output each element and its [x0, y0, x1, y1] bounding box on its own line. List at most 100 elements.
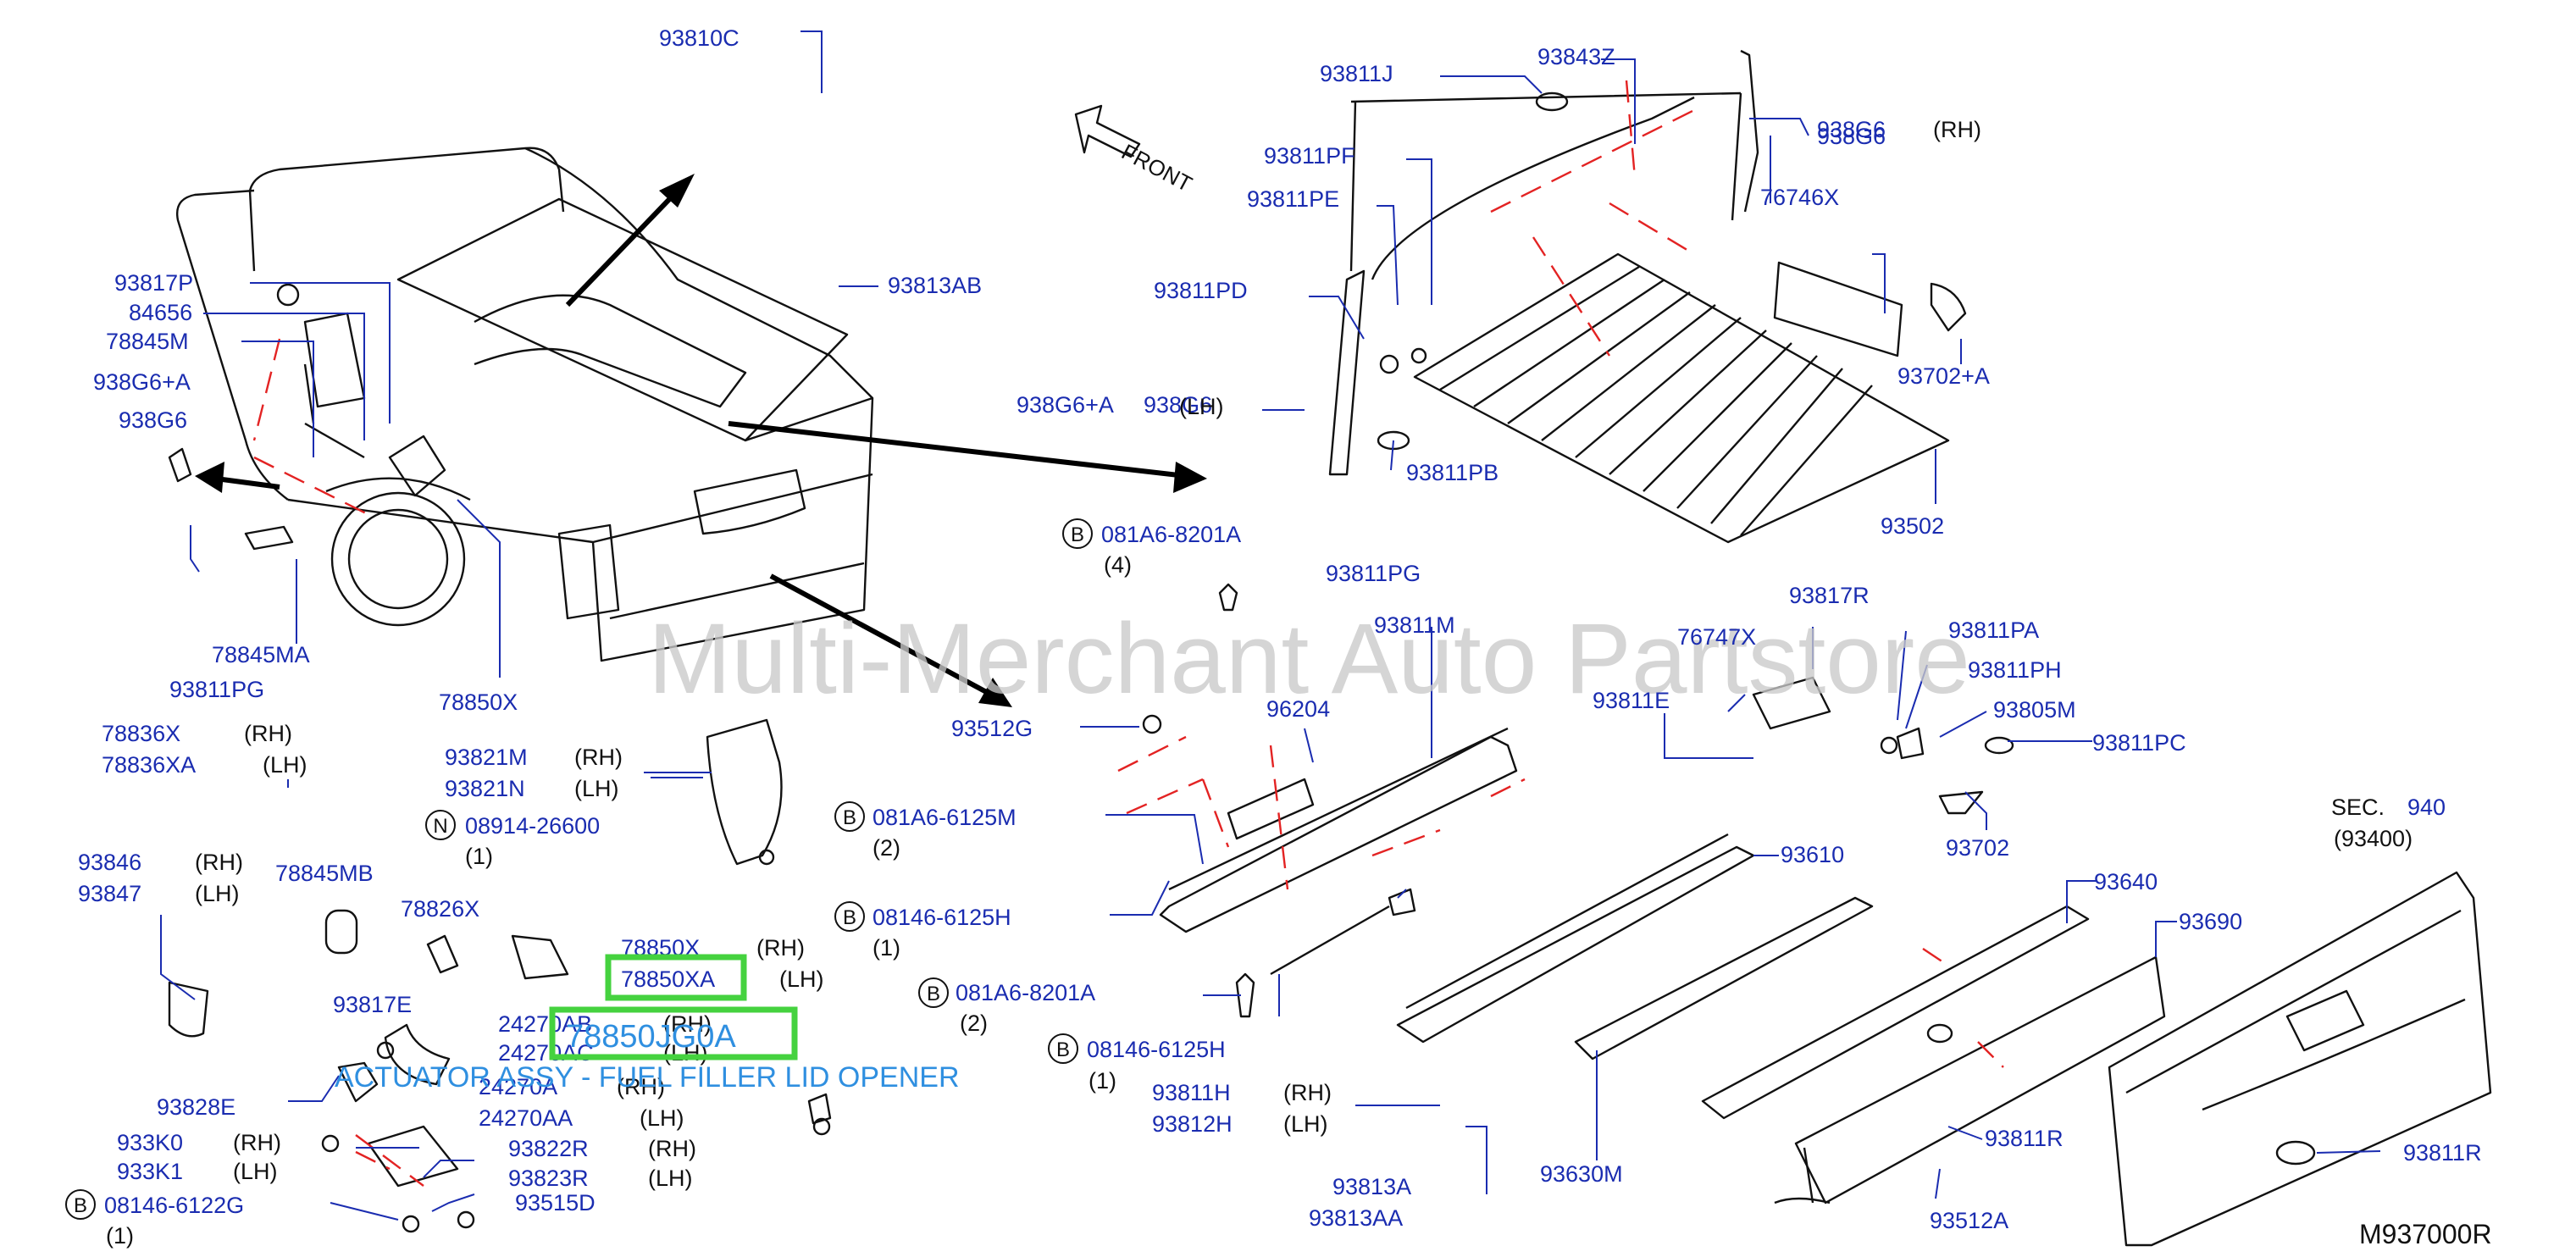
badge-bolt: B	[927, 983, 940, 1005]
front-arrow	[1074, 104, 1141, 158]
label-93811PD[interactable]: 93811PD	[1154, 278, 1248, 303]
label-93817P[interactable]: 93817P	[114, 270, 193, 296]
label-93811PG-left[interactable]: 93811PG	[169, 677, 264, 702]
qty-1: (1)	[1089, 1068, 1116, 1094]
label-93640[interactable]: 93640	[2094, 869, 2158, 894]
label-93805M[interactable]: 93805M	[1993, 697, 2076, 723]
side-lh: (LH)	[779, 966, 824, 992]
label-93811PF[interactable]: 93811PF	[1264, 143, 1355, 169]
label-938G6A-left[interactable]: 938G6+A	[93, 369, 191, 395]
label-93630M[interactable]: 93630M	[1540, 1161, 1623, 1187]
label-24270A[interactable]: 24270A	[479, 1074, 557, 1099]
label-93810C[interactable]: 93810C	[659, 25, 740, 51]
label-933K0[interactable]: 933K0	[117, 1130, 183, 1155]
label-93811PB[interactable]: 93811PB	[1406, 460, 1499, 485]
sec-number[interactable]: 940	[2407, 795, 2446, 820]
crossmember-illustration	[1117, 583, 1526, 1018]
label-93811PH[interactable]: 93811PH	[1968, 657, 2062, 683]
label-96204[interactable]: 96204	[1266, 696, 1330, 722]
label-93813AA[interactable]: 93813AA	[1309, 1205, 1403, 1231]
side-lh: (LH)	[1283, 1111, 1328, 1137]
side-rh: (RH)	[648, 1136, 696, 1161]
label-93823R[interactable]: 93823R	[508, 1166, 589, 1191]
direction-arrows	[195, 174, 1207, 707]
side-rh: (RH)	[244, 721, 292, 746]
label-93811PE[interactable]: 93811PE	[1247, 186, 1339, 212]
label-93811M[interactable]: 93811M	[1374, 612, 1455, 638]
label-08914-26600[interactable]: 08914-26600	[465, 813, 600, 839]
label-081A6-8201A-b[interactable]: 081A6-8201A	[956, 980, 1095, 1005]
label-93811PC[interactable]: 93811PC	[2092, 730, 2186, 756]
label-93502[interactable]: 93502	[1881, 513, 1944, 539]
label-08146-6122G[interactable]: 08146-6122G	[104, 1193, 244, 1218]
label-93843Z[interactable]: 93843Z	[1537, 44, 1615, 69]
label-93846[interactable]: 93846	[78, 850, 141, 875]
badge-bolt: B	[843, 906, 856, 929]
label-93812H[interactable]: 93812H	[1152, 1111, 1233, 1137]
label-938G6-rh-a[interactable]: 938G6	[1817, 117, 1886, 142]
label-78836XA[interactable]: 78836XA	[102, 752, 196, 778]
label-93813AB[interactable]: 93813AB	[888, 273, 982, 298]
label-938G6-mid[interactable]: 938G6	[1144, 392, 1212, 418]
label-76746X[interactable]: 76746X	[1760, 185, 1839, 210]
label-78836X[interactable]: 78836X	[102, 721, 180, 746]
label-78850X[interactable]: 78850X	[439, 689, 518, 715]
side-rh: (RH)	[233, 1130, 281, 1155]
label-938G6-rh-b[interactable]: 938G6	[1817, 124, 1886, 149]
label-93702[interactable]: 93702	[1946, 835, 2009, 861]
label-08146-6125H-b[interactable]: 08146-6125H	[1087, 1037, 1226, 1062]
label-93828E[interactable]: 93828E	[157, 1094, 235, 1120]
label-93811R-a[interactable]: 93811R	[1985, 1126, 2064, 1151]
label-93690[interactable]: 93690	[2179, 909, 2242, 934]
qty-1: (1)	[106, 1223, 134, 1249]
watermark: Multi-Merchant Auto Partstore	[648, 603, 1970, 715]
label-93813A[interactable]: 93813A	[1332, 1174, 1411, 1199]
label-933K1[interactable]: 933K1	[117, 1159, 183, 1184]
label-08146-6125H-a[interactable]: 08146-6125H	[873, 905, 1011, 930]
label-93817E[interactable]: 93817E	[333, 992, 412, 1017]
label-78845MB[interactable]: 78845MB	[275, 861, 374, 886]
label-78850XA[interactable]: 78850XA	[621, 966, 715, 992]
label-93512A[interactable]: 93512A	[1930, 1208, 2008, 1233]
label-93822R[interactable]: 93822R	[508, 1136, 589, 1161]
front-label: FRONT	[1117, 139, 1196, 197]
label-081A6-8201A-a[interactable]: 081A6-8201A	[1101, 522, 1241, 547]
badge-bolt: B	[843, 806, 856, 829]
label-24270AC[interactable]: 24270AC	[498, 1040, 594, 1066]
label-938G6-left[interactable]: 938G6	[119, 407, 187, 433]
qty-2: (2)	[960, 1011, 988, 1036]
label-93821N[interactable]: 93821N	[445, 776, 525, 801]
label-93515D[interactable]: 93515D	[515, 1190, 596, 1215]
side-lh: (LH)	[663, 1040, 708, 1066]
label-93847[interactable]: 93847	[78, 881, 141, 906]
highlight-description[interactable]: ACTUATOR ASSY - FUEL FILLER LID OPENER	[335, 1061, 960, 1094]
qty-1: (1)	[873, 935, 900, 961]
label-78826X[interactable]: 78826X	[401, 896, 479, 922]
label-93512G[interactable]: 93512G	[951, 716, 1033, 741]
leader-lines	[160, 30, 2381, 1221]
sec-prefix: SEC.	[2331, 795, 2385, 820]
badge-bolt: B	[74, 1194, 87, 1217]
label-081A6-6125M[interactable]: 081A6-6125M	[873, 805, 1017, 830]
highlight-part-number[interactable]: 78850JG0A	[566, 1019, 736, 1055]
label-24270AA[interactable]: 24270AA	[479, 1105, 573, 1131]
label-93610[interactable]: 93610	[1781, 842, 1844, 867]
label-24270AB[interactable]: 24270AB	[498, 1011, 592, 1037]
label-84656[interactable]: 84656	[129, 300, 192, 325]
label-93817R[interactable]: 93817R	[1789, 583, 1870, 608]
label-93811E[interactable]: 93811E	[1593, 688, 1670, 713]
label-78845MA[interactable]: 78845MA	[212, 642, 310, 667]
label-93811PA[interactable]: 93811PA	[1948, 617, 2039, 643]
label-93821M[interactable]: 93821M	[445, 745, 528, 770]
label-938G6A-mid[interactable]: 938G6+A	[1017, 392, 1114, 418]
side-rh: (RH)	[195, 850, 243, 875]
label-93811J[interactable]: 93811J	[1320, 61, 1393, 86]
label-93702A[interactable]: 93702+A	[1897, 363, 1990, 389]
label-93811H[interactable]: 93811H	[1152, 1080, 1231, 1105]
label-78845M[interactable]: 78845M	[106, 329, 189, 354]
small-parts-illustration	[168, 283, 2014, 1233]
side-lh: (LH)	[574, 776, 619, 801]
label-93811PG-mid[interactable]: 93811PG	[1326, 561, 1421, 586]
label-76747X[interactable]: 76747X	[1677, 624, 1756, 650]
label-93811R-b[interactable]: 93811R	[2403, 1140, 2482, 1166]
